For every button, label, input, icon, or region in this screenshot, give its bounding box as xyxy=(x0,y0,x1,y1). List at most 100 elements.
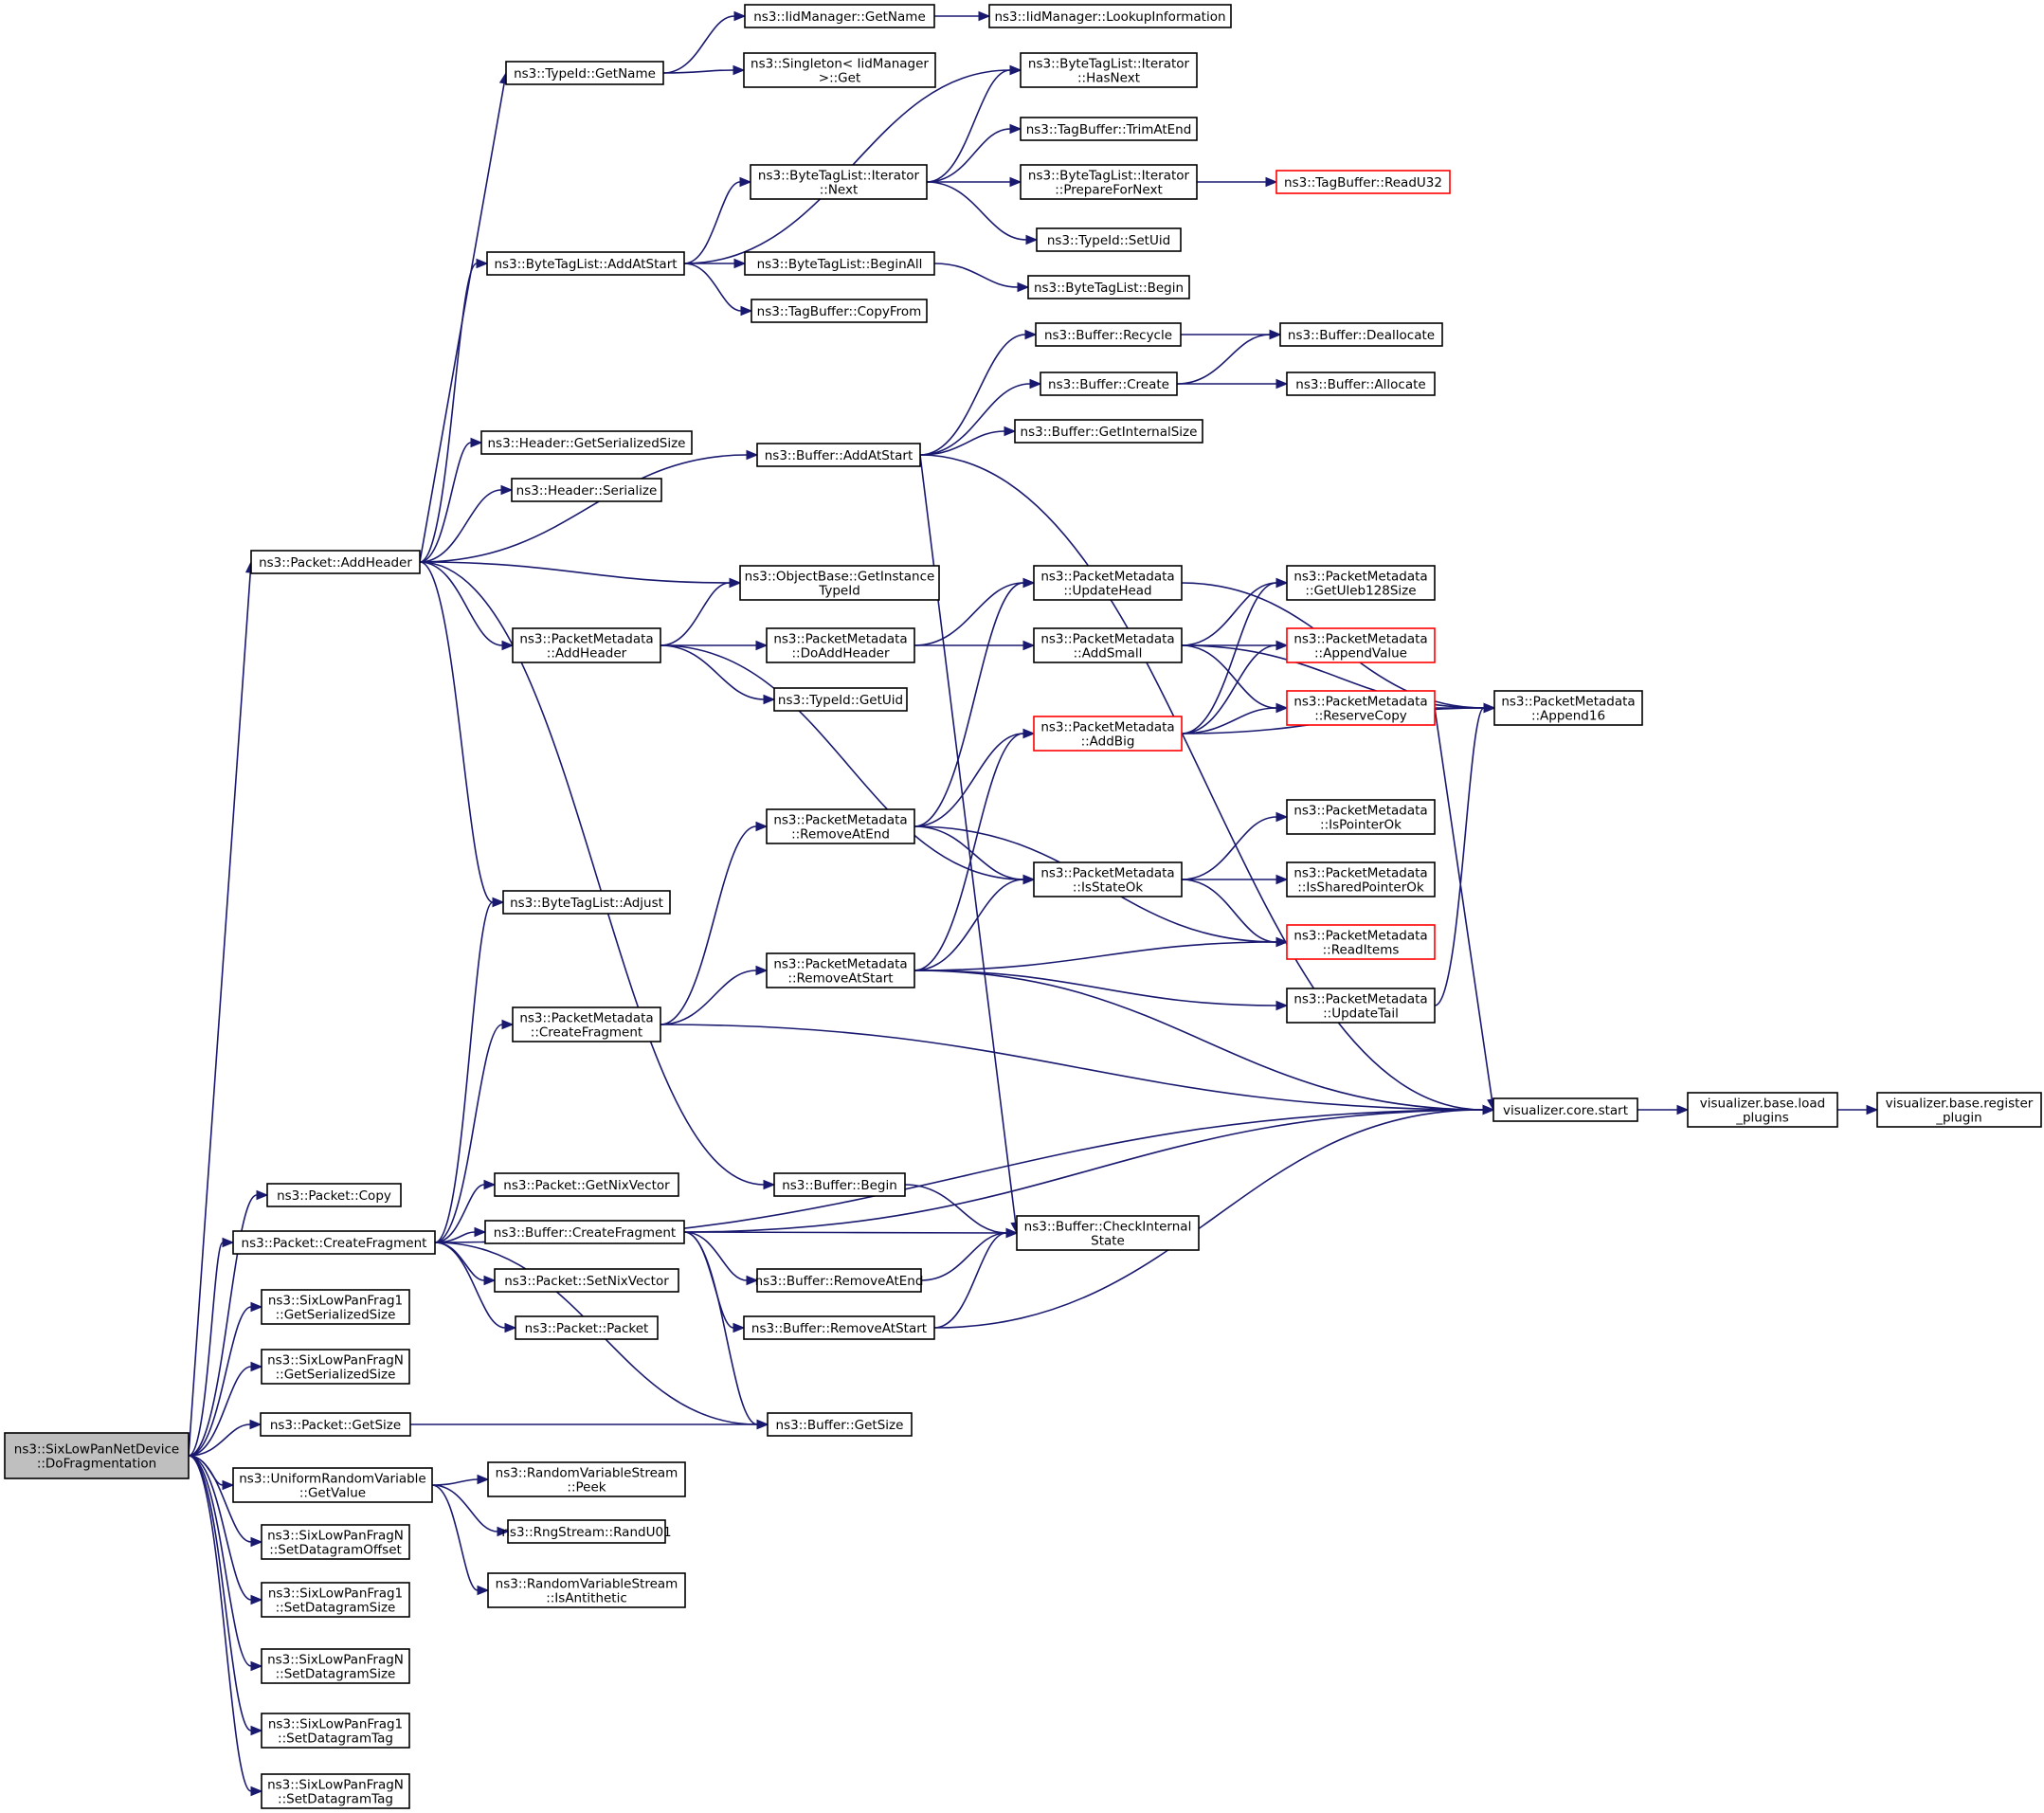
node-singletonGet[interactable]: ns3::Singleton< IidManager >::Get xyxy=(743,52,936,88)
edge-pktGetSize-to-bufGetSize xyxy=(409,1419,769,1430)
node-tbTrimAtEnd[interactable]: ns3::TagBuffer::TrimAtEnd xyxy=(1020,117,1198,141)
node-pmRemoveAtStart[interactable]: ns3::PacketMetadata::RemoveAtStart xyxy=(766,952,915,988)
node-typeIdSetUid[interactable]: ns3::TypeId::SetUid xyxy=(1036,227,1182,252)
node-fragNGetSer[interactable]: ns3::SixLowPanFragN::GetSerializedSize xyxy=(261,1349,410,1385)
node-fragNSetSize[interactable]: ns3::SixLowPanFragN::SetDatagramSize xyxy=(261,1648,410,1684)
node-rvsPeek[interactable]: ns3::RandomVariableStream::Peek xyxy=(487,1461,686,1497)
node-bufRecycle[interactable]: ns3::Buffer::Recycle xyxy=(1035,322,1182,347)
node-pmUpdateTail[interactable]: ns3::PacketMetadata::UpdateTail xyxy=(1286,988,1436,1024)
node-bufCreateFrag[interactable]: ns3::Buffer::CreateFragment xyxy=(484,1220,685,1244)
node-fragNSetTag[interactable]: ns3::SixLowPanFragN::SetDatagramTag xyxy=(261,1773,410,1809)
node-pmReadItems[interactable]: ns3::PacketMetadata::ReadItems xyxy=(1286,924,1436,960)
node-pktCreateFrag[interactable]: ns3::Packet::CreateFragment xyxy=(232,1230,436,1255)
node-hdrSerialize[interactable]: ns3::Header::Serialize xyxy=(511,478,662,502)
node-frag1SetTag[interactable]: ns3::SixLowPanFrag1::SetDatagramTag xyxy=(261,1713,410,1749)
node-iidGetName[interactable]: ns3::IidManager::GetName xyxy=(744,4,935,28)
node-typeIdGetName[interactable]: ns3::TypeId::GetName xyxy=(505,61,664,85)
edge-line xyxy=(1181,582,1277,646)
edge-line xyxy=(434,1024,503,1243)
node-urvGetValue[interactable]: ns3::UniformRandomVariable::GetValue xyxy=(232,1467,433,1503)
node-btlAddAtStart[interactable]: ns3::ByteTagList::AddAtStart xyxy=(486,251,685,276)
node-box xyxy=(1036,227,1182,252)
node-pmAddSmall[interactable]: ns3::PacketMetadata::AddSmall xyxy=(1033,627,1183,663)
node-box xyxy=(1286,988,1436,1024)
node-btlAdjust[interactable]: ns3::ByteTagList::Adjust xyxy=(502,890,671,915)
node-tbCopyFrom[interactable]: ns3::TagBuffer::CopyFrom xyxy=(751,299,928,323)
node-bufBegin[interactable]: ns3::Buffer::Begin xyxy=(773,1172,906,1197)
node-pmAddHeader[interactable]: ns3::PacketMetadata::AddHeader xyxy=(512,627,661,663)
node-vizCoreStart[interactable]: visualizer.core.start xyxy=(1492,1097,1638,1122)
arrow-head xyxy=(1275,1000,1289,1011)
node-bufCreate[interactable]: ns3::Buffer::Create xyxy=(1040,372,1178,396)
node-pktSetNix[interactable]: ns3::Packet::SetNixVector xyxy=(494,1268,679,1293)
node-box xyxy=(261,1524,410,1560)
node-bufRemoveAtEnd[interactable]: ns3::Buffer::RemoveAtEnd xyxy=(755,1268,924,1293)
edge-pmIsStateOk-to-pmReadItems xyxy=(1181,879,1289,948)
node-vizLoad[interactable]: visualizer.base.load_plugins xyxy=(1687,1092,1838,1128)
node-btlBegin[interactable]: ns3::ByteTagList::Begin xyxy=(1027,275,1190,299)
node-btliPrepare[interactable]: ns3::ByteTagList::Iterator::PrepareForNe… xyxy=(1020,164,1198,200)
node-vizRegister[interactable]: visualizer.base.register_plugin xyxy=(1876,1092,2042,1128)
node-btlBeginAll[interactable]: ns3::ByteTagList::BeginAll xyxy=(744,251,935,276)
edge-root-to-pktCopy xyxy=(188,1189,269,1457)
node-btliHasNext[interactable]: ns3::ByteTagList::Iterator::HasNext xyxy=(1020,52,1198,88)
node-bufAlloc[interactable]: ns3::Buffer::Allocate xyxy=(1286,372,1436,396)
node-rvsAnti[interactable]: ns3::RandomVariableStream::IsAntithetic xyxy=(487,1572,686,1608)
edge-line xyxy=(933,263,1019,288)
edge-line xyxy=(188,1455,252,1543)
node-label: ns3::PacketMetadata xyxy=(1293,570,1427,585)
arrow-head xyxy=(470,437,483,448)
node-pmAddBig[interactable]: ns3::PacketMetadata::AddBig xyxy=(1033,716,1183,752)
node-box xyxy=(1286,565,1436,601)
node-label: ns3::Buffer::CreateFragment xyxy=(494,1225,676,1241)
node-box xyxy=(261,1582,410,1618)
node-tbReadU32[interactable]: ns3::TagBuffer::ReadU32 xyxy=(1275,170,1451,194)
node-pmReserveCopy[interactable]: ns3::PacketMetadata::ReserveCopy xyxy=(1286,690,1436,726)
node-pktCopy[interactable]: ns3::Packet::Copy xyxy=(266,1183,402,1207)
arrow-head xyxy=(978,10,991,22)
arrow-head xyxy=(1866,1104,1879,1115)
node-bufAddAtStart[interactable]: ns3::Buffer::AddAtStart xyxy=(756,443,921,467)
node-box xyxy=(1286,690,1436,726)
node-pmIsStateOk[interactable]: ns3::PacketMetadata::IsStateOk xyxy=(1033,861,1183,897)
node-frag1SetSize[interactable]: ns3::SixLowPanFrag1::SetDatagramSize xyxy=(261,1582,410,1618)
node-pktPacket[interactable]: ns3::Packet::Packet xyxy=(515,1315,659,1340)
node-label: ::Next xyxy=(820,183,859,198)
node-pmUpdateHead[interactable]: ns3::PacketMetadata::UpdateHead xyxy=(1033,565,1183,601)
node-hdrGetSer[interactable]: ns3::Header::GetSerializedSize xyxy=(480,430,693,455)
node-label: ns3::PacketMetadata xyxy=(1293,695,1427,710)
node-bufGetSize[interactable]: ns3::Buffer::GetSize xyxy=(767,1412,913,1437)
edge-line xyxy=(431,1484,479,1591)
arrow-head xyxy=(222,1479,235,1491)
node-box xyxy=(494,1172,679,1197)
node-root[interactable]: ns3::SixLowPanNetDevice::DoFragmentation xyxy=(4,1432,190,1479)
node-pmIsPointerOk[interactable]: ns3::PacketMetadata::IsPointerOk xyxy=(1286,799,1436,835)
node-frag1GetSer[interactable]: ns3::SixLowPanFrag1::GetSerializedSize xyxy=(261,1289,410,1325)
node-bufRemoveAtStart[interactable]: ns3::Buffer::RemoveAtStart xyxy=(743,1315,935,1340)
edge-line xyxy=(419,561,503,646)
node-addHeader[interactable]: ns3::Packet::AddHeader xyxy=(250,550,421,574)
node-pmRemoveAtEnd[interactable]: ns3::PacketMetadata::RemoveAtEnd xyxy=(766,808,915,844)
node-pmAppendValue[interactable]: ns3::PacketMetadata::AppendValue xyxy=(1286,627,1436,663)
node-rngRand[interactable]: ns3::RngStream::RandU01 xyxy=(501,1519,672,1544)
node-pmDoAddHeader[interactable]: ns3::PacketMetadata::DoAddHeader xyxy=(766,627,915,663)
edge-line xyxy=(434,901,494,1243)
node-btliNext[interactable]: ns3::ByteTagList::Iterator::Next xyxy=(750,164,928,200)
node-bufDealloc[interactable]: ns3::Buffer::Deallocate xyxy=(1279,322,1443,347)
node-pmIsSharedPtrOk[interactable]: ns3::PacketMetadata::IsSharedPointerOk xyxy=(1286,861,1436,897)
node-box xyxy=(744,4,935,28)
node-typeIdGetUid[interactable]: ns3::TypeId::GetUid xyxy=(773,687,908,712)
edge-root-to-frag1SetSize xyxy=(188,1455,263,1605)
node-pktGetSize[interactable]: ns3::Packet::GetSize xyxy=(260,1412,411,1437)
node-pmGetUleb[interactable]: ns3::PacketMetadata::GetUleb128Size xyxy=(1286,565,1436,601)
node-pmAppend16[interactable]: ns3::PacketMetadata::Append16 xyxy=(1493,690,1643,726)
node-iidLookup[interactable]: ns3::IidManager::LookupInformation xyxy=(988,4,1232,28)
node-pmCreateFrag[interactable]: ns3::PacketMetadata::CreateFragment xyxy=(512,1006,661,1042)
arrow-head xyxy=(477,1585,490,1596)
edge-line xyxy=(913,582,1024,827)
node-fragNSetOff[interactable]: ns3::SixLowPanFragN::SetDatagramOffset xyxy=(261,1524,410,1560)
node-pktGetNix[interactable]: ns3::Packet::GetNixVector xyxy=(494,1172,679,1197)
node-bufGetInternal[interactable]: ns3::Buffer::GetInternalSize xyxy=(1014,419,1203,444)
